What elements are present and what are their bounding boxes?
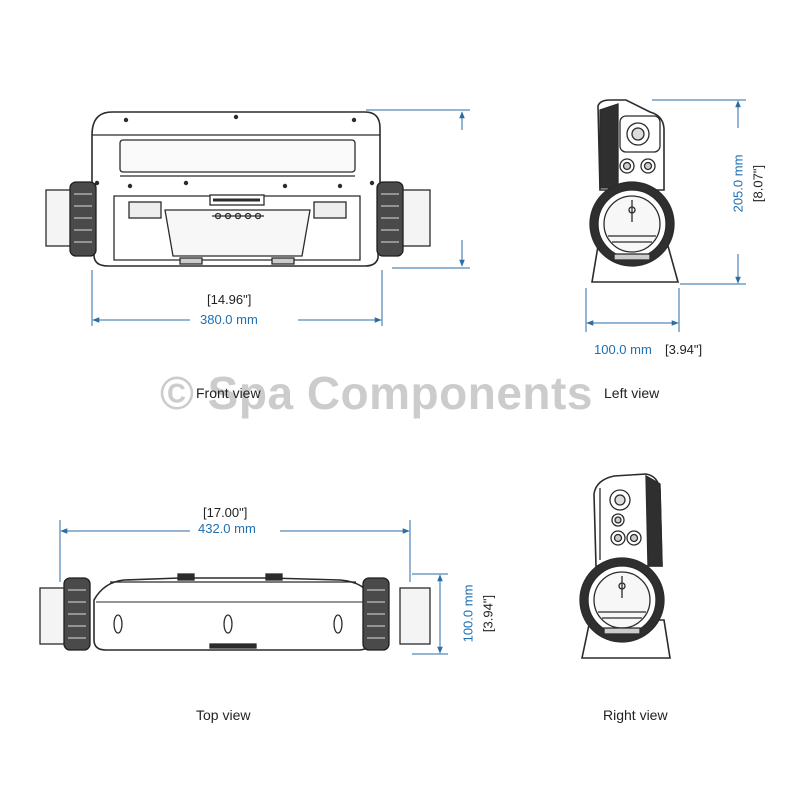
top-width-inch: [17.00"] xyxy=(203,505,248,520)
front-view-dimensions xyxy=(91,109,470,326)
right-view-label: Right view xyxy=(603,707,668,723)
top-height-mm: 100.0 mm xyxy=(460,584,476,643)
right-view-drawing xyxy=(579,473,671,659)
watermark: © Spa Components xyxy=(160,367,593,419)
front-width-inch: [14.96"] xyxy=(207,292,252,307)
front-view-label: Front view xyxy=(196,385,261,401)
left-width-inch: [3.94"] xyxy=(665,342,703,357)
top-view-dimensions xyxy=(59,520,448,655)
left-width-mm: 100.0 mm xyxy=(594,342,652,357)
left-view-drawing xyxy=(589,99,680,283)
top-view-label: Top view xyxy=(196,707,251,723)
front-view-drawing xyxy=(45,111,431,267)
left-view-dimensions xyxy=(585,99,746,332)
top-height-inch: [3.94"] xyxy=(480,594,496,633)
top-width-mm: 432.0 mm xyxy=(198,521,256,536)
left-view-label: Left view xyxy=(604,385,660,401)
left-height-mm: 205.0 mm xyxy=(730,154,746,213)
top-view-drawing xyxy=(39,573,431,651)
front-width-mm: 380.0 mm xyxy=(200,312,258,327)
left-height-inch: [8.07"] xyxy=(750,164,766,203)
